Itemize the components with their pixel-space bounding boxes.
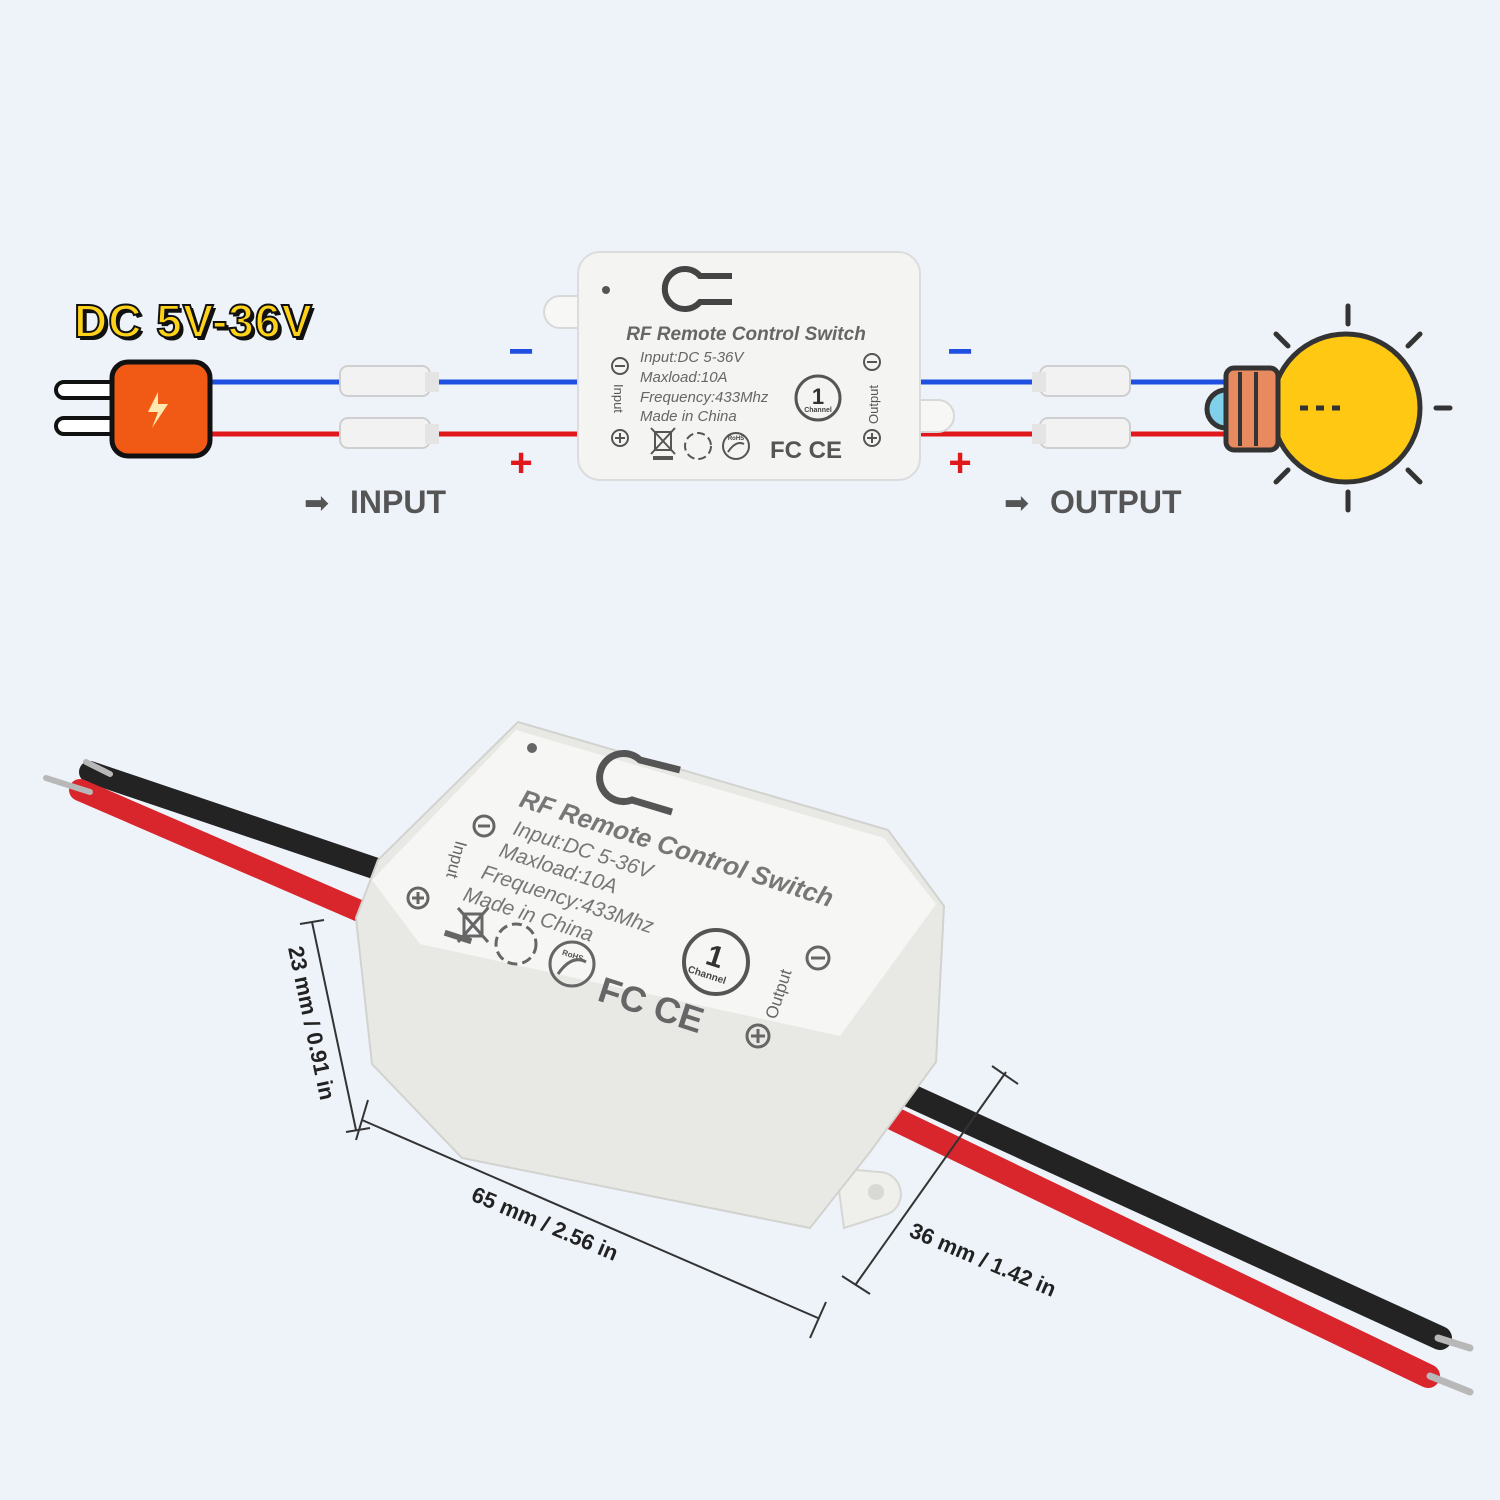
output-plus-sign: + (948, 441, 971, 485)
dimension-height-label: 23 mm / 0.91 in (283, 944, 340, 1102)
device-channel-word: Channel (804, 407, 832, 414)
device-maxload: Maxload:10A (640, 369, 728, 386)
rohs-leaf-icon: RoHS (722, 432, 750, 460)
rohs-text: RoHS (728, 436, 744, 442)
device-side-input: Input (611, 384, 626, 413)
weee-bin-icon (443, 907, 490, 945)
device-frequency: Frequency:433Mhz (640, 389, 769, 406)
output-wire-connector (1032, 365, 1131, 449)
dimension-height: 23 mm / 0.91 in (283, 919, 371, 1133)
weee-bin-icon (650, 427, 676, 460)
module-output-wires (868, 1078, 1474, 1396)
device-input-spec: Input:DC 5-36V (640, 349, 745, 366)
input-minus-sign: − (508, 327, 534, 376)
device-origin: Made in China (640, 408, 737, 425)
device-title: RF Remote Control Switch (626, 324, 866, 345)
device-certs: FC CE (770, 437, 842, 464)
output-label: OUTPUT (1050, 484, 1182, 520)
output-minus-sign: − (947, 327, 973, 376)
power-voltage-label: DC 5V-36V (73, 294, 314, 348)
lightning-icon (148, 392, 168, 428)
lightbulb-icon (1204, 303, 1453, 513)
rf-button-icon (661, 266, 732, 312)
rohs-leaf-icon: RoHS (548, 940, 596, 988)
device-channel-number: 1 (812, 384, 824, 409)
switch-module-3d: RF Remote Control Switch Input:DC 5-36V … (354, 720, 946, 1230)
module-input-wires (43, 759, 391, 923)
rf-button-icon (596, 750, 681, 816)
input-wire-connector (339, 365, 439, 449)
dimension-width-label: 36 mm / 1.42 in (906, 1218, 1060, 1302)
input-label: INPUT (350, 484, 446, 520)
input-arrow-icon: ➡ (304, 486, 330, 521)
device-side-output: Output (866, 385, 881, 424)
input-plus-sign: + (509, 441, 532, 485)
recycle-icon (684, 432, 712, 460)
switch-module-top: RF Remote Control Switch Input:DC 5-36V … (543, 251, 955, 481)
output-arrow-icon: ➡ (1004, 486, 1030, 521)
recycle-icon (494, 922, 538, 966)
plug-icon (54, 359, 213, 459)
